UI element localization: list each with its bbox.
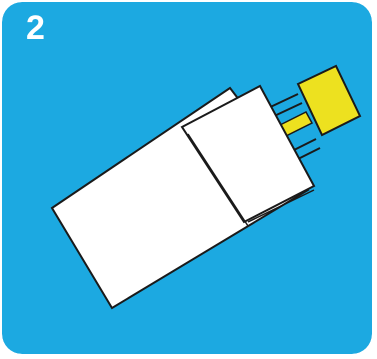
step-number: 2 <box>26 8 45 48</box>
step-panel: 2 <box>2 2 372 354</box>
usb-stick-illustration <box>2 2 372 354</box>
